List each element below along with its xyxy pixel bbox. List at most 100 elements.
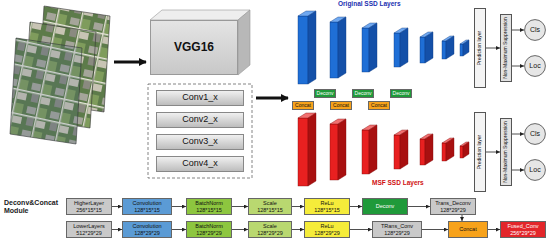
node-text: ReLu bbox=[320, 200, 333, 206]
satellite-images bbox=[10, 6, 110, 144]
node-text: 128*29*29 bbox=[196, 230, 222, 236]
flow-arrow bbox=[256, 97, 288, 100]
node-text: Deconv bbox=[376, 203, 395, 209]
module-box: Concat bbox=[448, 221, 488, 238]
module-box: Convolution128*15*15 bbox=[122, 198, 172, 215]
node-text: Scale bbox=[263, 223, 277, 229]
connector bbox=[172, 206, 186, 207]
module-box: Convolution128*29*29 bbox=[122, 221, 172, 238]
vgg16-cube bbox=[150, 10, 250, 75]
node-text: Prediction layer bbox=[477, 135, 483, 169]
node-text: 256*15*15 bbox=[76, 207, 102, 213]
connector bbox=[422, 229, 448, 230]
layer-box: Conv3_x bbox=[156, 134, 244, 150]
concat-box: Concat bbox=[292, 101, 314, 110]
connector bbox=[350, 229, 372, 230]
ssd-layers-blue bbox=[298, 11, 469, 84]
node-text: 128*15*15 bbox=[314, 207, 340, 213]
node-text: Loc bbox=[529, 62, 540, 70]
connector bbox=[112, 229, 122, 230]
connector bbox=[232, 206, 248, 207]
node-text: 256*29*29 bbox=[510, 230, 536, 236]
connector bbox=[350, 206, 362, 207]
node-text: Cls bbox=[530, 130, 540, 138]
connector bbox=[486, 48, 500, 49]
node-text: Scale bbox=[263, 200, 277, 206]
connector bbox=[488, 229, 500, 230]
layer-box: Conv2_x bbox=[156, 112, 244, 128]
node-text: 128*29*29 bbox=[134, 230, 160, 236]
ssd-layers-red bbox=[298, 113, 469, 186]
node-text: VGG16 bbox=[174, 41, 214, 54]
connector bbox=[172, 229, 186, 230]
module-title: Deconv&Concat Module bbox=[4, 199, 62, 214]
module-box: LowerLayers512*29*29 bbox=[66, 221, 112, 238]
node-text: 128*29*29 bbox=[384, 230, 410, 236]
node-text: Trans_Deconv bbox=[435, 200, 471, 206]
node-text: BatchNorm bbox=[195, 223, 223, 229]
output-circle: Cls bbox=[524, 123, 546, 145]
node-text: Convolution bbox=[132, 200, 161, 206]
node-text: Deconv bbox=[393, 91, 410, 97]
node-text: HigherLayer bbox=[74, 200, 104, 206]
connector bbox=[232, 229, 248, 230]
prediction-layer: Prediction layer bbox=[474, 112, 486, 192]
node-text: Conv3_x bbox=[182, 137, 218, 147]
node-text: LowerLayers bbox=[73, 223, 105, 229]
module-box: ReLu128*29*29 bbox=[304, 221, 350, 238]
dashed-group bbox=[148, 84, 252, 178]
node-text: Conv2_x bbox=[182, 115, 218, 125]
nms-box: Non-Maximum Suppression bbox=[500, 118, 512, 186]
module-box: TRans_Conv128*29*29 bbox=[372, 221, 422, 238]
connector bbox=[512, 66, 524, 67]
layer-box: Conv1_x bbox=[156, 90, 244, 106]
connector bbox=[512, 30, 524, 31]
module-box: Fused_Conv256*29*29 bbox=[500, 221, 546, 238]
deconv-box: Deconv bbox=[314, 89, 336, 98]
flow-arrow bbox=[114, 61, 146, 64]
section-title: Original SSD Layers bbox=[338, 0, 401, 7]
node-text: Non-Maximum Suppression bbox=[503, 17, 509, 79]
connector bbox=[486, 152, 500, 153]
node-text: 512*29*29 bbox=[76, 230, 102, 236]
concat-box: Concat bbox=[330, 101, 352, 110]
module-box: Scale128*29*29 bbox=[248, 221, 292, 238]
node-text: Conv4_x bbox=[182, 159, 218, 169]
node-text: Non-Maximum Suppression bbox=[503, 121, 509, 183]
node-text: Cls bbox=[530, 26, 540, 34]
node-text: Concat bbox=[333, 103, 349, 109]
module-box: Deconv bbox=[362, 198, 408, 215]
connector bbox=[112, 206, 122, 207]
node-text: 128*29*29 bbox=[314, 230, 340, 236]
layer-box: Conv4_x bbox=[156, 156, 244, 172]
node-text: 128*15*15 bbox=[196, 207, 222, 213]
node-text: Convolution bbox=[132, 223, 161, 229]
node-text: TRans_Conv bbox=[381, 223, 413, 229]
node-text: Fused_Conv bbox=[507, 223, 538, 229]
connector bbox=[292, 206, 304, 207]
node-text: Concat bbox=[295, 103, 311, 109]
node-text: Conv1_x bbox=[182, 93, 218, 103]
node-text: 128*15*15 bbox=[257, 207, 283, 213]
node-text: BatchNorm bbox=[195, 200, 223, 206]
connector bbox=[408, 206, 430, 207]
model-box: VGG16 bbox=[150, 20, 238, 75]
node-text: Loc bbox=[529, 166, 540, 174]
node-text: Deconv bbox=[355, 91, 372, 97]
node-text: ReLu bbox=[320, 223, 333, 229]
connector bbox=[512, 134, 524, 135]
prediction-layer: Prediction layer bbox=[474, 8, 486, 88]
connector bbox=[292, 229, 304, 230]
output-circle: Loc bbox=[524, 55, 546, 77]
node-text: Deconv bbox=[317, 91, 334, 97]
section-title: MSF SSD Layers bbox=[372, 179, 424, 186]
node-text: Concat bbox=[459, 226, 476, 232]
concat-box: Concat bbox=[368, 101, 390, 110]
module-box: ReLu128*15*15 bbox=[304, 198, 350, 215]
module-box: Scale128*15*15 bbox=[248, 198, 292, 215]
node-text: Prediction layer bbox=[477, 31, 483, 65]
module-box: HigherLayer256*15*15 bbox=[66, 198, 112, 215]
output-circle: Loc bbox=[524, 159, 546, 181]
module-box: BatchNorm128*15*15 bbox=[186, 198, 232, 215]
